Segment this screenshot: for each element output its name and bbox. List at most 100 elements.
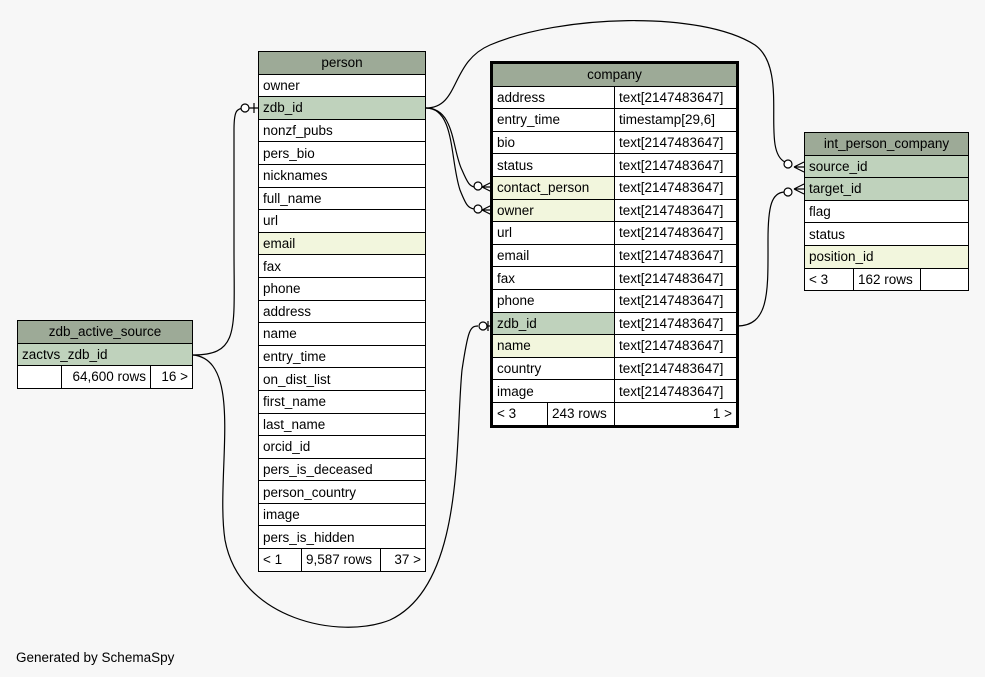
column-row[interactable]: position_id: [804, 244, 969, 269]
column-name[interactable]: nicknames: [258, 163, 426, 188]
column-name[interactable]: owner: [258, 73, 426, 98]
edge-optional-marker: [783, 187, 793, 197]
column-row[interactable]: phone: [258, 276, 426, 301]
column-name[interactable]: country: [492, 356, 615, 381]
column-name[interactable]: phone: [258, 276, 426, 301]
column-name[interactable]: status: [804, 222, 969, 246]
column-name[interactable]: zdb_id: [258, 96, 426, 120]
edge-person-to-company-contact: [425, 107, 475, 188]
table-title[interactable]: zdb_active_source: [17, 320, 193, 344]
column-zactvs-zdb-id[interactable]: zactvs_zdb_id: [17, 342, 193, 367]
column-name[interactable]: entry_time: [492, 108, 615, 132]
column-name[interactable]: pers_is_hidden: [258, 525, 426, 550]
column-name[interactable]: pers_is_deceased: [258, 457, 426, 482]
table-title[interactable]: int_person_company: [804, 132, 969, 156]
column-name[interactable]: name: [258, 322, 426, 346]
column-name[interactable]: fax: [492, 266, 615, 290]
column-row[interactable]: last_name: [258, 412, 426, 437]
column-row[interactable]: orcid_id: [258, 435, 426, 459]
column-name[interactable]: last_name: [258, 412, 426, 437]
column-row[interactable]: pers_is_hidden: [258, 525, 426, 550]
column-name[interactable]: url: [258, 209, 426, 233]
column-row[interactable]: entry_time: [258, 344, 426, 369]
column-name[interactable]: fax: [258, 254, 426, 278]
footer-parents[interactable]: < 3: [492, 401, 548, 426]
column-name[interactable]: address: [258, 299, 426, 324]
column-name[interactable]: url: [492, 221, 615, 245]
column-row[interactable]: full_name: [258, 186, 426, 211]
column-name[interactable]: flag: [804, 199, 969, 224]
column-name[interactable]: target_id: [804, 177, 969, 201]
column-name[interactable]: image: [492, 379, 615, 403]
edge-crowfoot: [481, 204, 493, 216]
column-row[interactable]: name: [258, 322, 426, 346]
column-row[interactable]: pers_is_deceased: [258, 457, 426, 482]
column-name[interactable]: pers_bio: [258, 141, 426, 165]
column-name[interactable]: bio: [492, 130, 615, 155]
column-name[interactable]: status: [492, 153, 615, 177]
column-name[interactable]: phone: [492, 288, 615, 313]
column-name[interactable]: full_name: [258, 186, 426, 211]
column-row[interactable]: zdb_id: [258, 96, 426, 120]
column-name[interactable]: first_name: [258, 389, 426, 414]
column-row[interactable]: flag: [804, 199, 969, 224]
column-row[interactable]: url: [258, 209, 426, 233]
column-row[interactable]: nicknames: [258, 163, 426, 188]
column-name[interactable]: email: [258, 231, 426, 256]
column-name[interactable]: address: [492, 85, 615, 110]
column-name[interactable]: orcid_id: [258, 435, 426, 459]
column-name[interactable]: on_dist_list: [258, 367, 426, 391]
table-zdb-active-source[interactable]: zdb_active_source zactvs_zdb_id 64,600 r…: [17, 320, 193, 389]
column-name[interactable]: name: [492, 334, 615, 358]
column-row[interactable]: source_id: [804, 154, 969, 179]
column-name[interactable]: position_id: [804, 244, 969, 269]
footer-children[interactable]: 1 >: [614, 401, 737, 426]
column-name[interactable]: email: [492, 243, 615, 268]
table-title[interactable]: company: [492, 63, 737, 87]
column-row[interactable]: on_dist_list: [258, 367, 426, 391]
column-name[interactable]: owner: [492, 198, 615, 223]
column-name[interactable]: contact_person: [492, 175, 615, 200]
column-row[interactable]: image: [258, 502, 426, 527]
column-name[interactable]: image: [258, 502, 426, 527]
column-type: text[2147483647]: [614, 266, 737, 290]
footer-parents[interactable]: < 1: [258, 548, 302, 572]
column-row[interactable]: target_id: [804, 177, 969, 201]
column-row[interactable]: fax: [258, 254, 426, 278]
footer-children[interactable]: 37 >: [380, 548, 426, 572]
column-row[interactable]: person_country: [258, 480, 426, 504]
column-row[interactable]: email: [258, 231, 426, 256]
table-title[interactable]: person: [258, 51, 426, 75]
edge-crowfoot: [793, 161, 805, 173]
column-name[interactable]: zdb_id: [492, 311, 615, 336]
column-name[interactable]: source_id: [804, 154, 969, 179]
column-row[interactable]: first_name: [258, 389, 426, 414]
column-row[interactable]: status: [804, 222, 969, 246]
column-name[interactable]: entry_time: [258, 344, 426, 369]
column-name[interactable]: nonzf_pubs: [258, 118, 426, 143]
column-row[interactable]: owner: [258, 73, 426, 98]
column-row[interactable]: address: [258, 299, 426, 324]
column-row[interactable]: pers_bio: [258, 141, 426, 165]
footer-children[interactable]: 16 >: [150, 365, 193, 389]
column-row[interactable]: nonzf_pubs: [258, 118, 426, 143]
column-name[interactable]: person_country: [258, 480, 426, 504]
footer-parents[interactable]: < 3: [804, 267, 854, 292]
